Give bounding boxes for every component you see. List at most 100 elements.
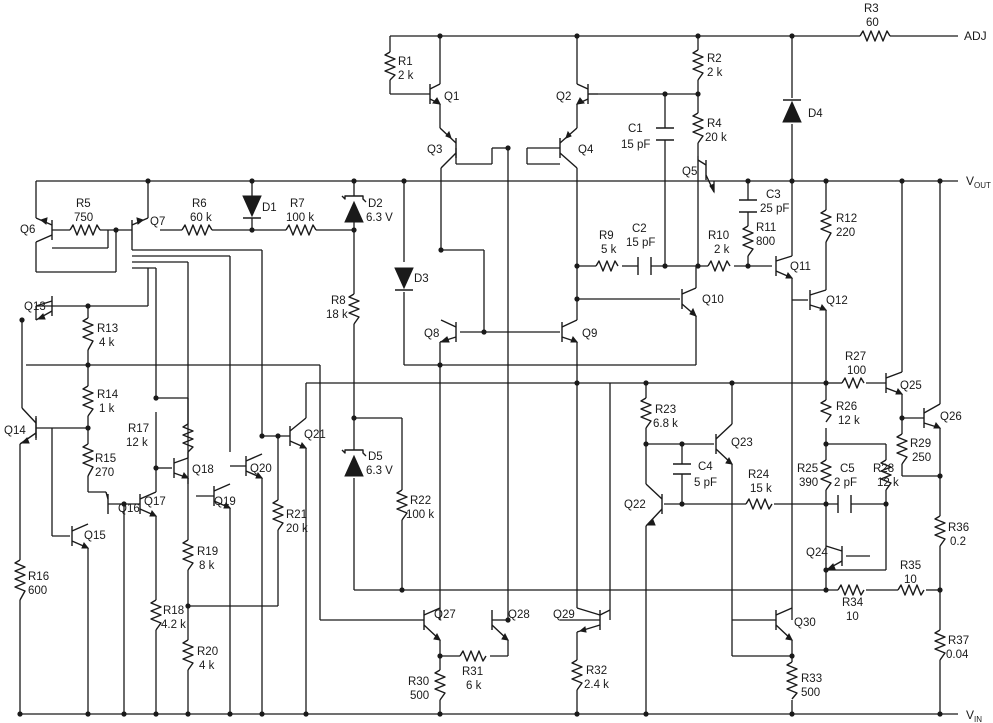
capacitor-c2 (637, 257, 652, 275)
label-r23: R23 (655, 404, 676, 416)
resistor-r31 (459, 650, 487, 662)
label-r19: R19 (197, 546, 218, 558)
value-r13: 4 k (99, 337, 115, 349)
pin-vin: VIN (966, 708, 982, 723)
label-q24: Q24 (806, 547, 828, 559)
transistor-q9 (561, 319, 579, 343)
resistor-r24 (745, 498, 773, 510)
capacitor-symbols (637, 127, 852, 513)
resistor-r10 (707, 260, 731, 272)
label-r8: R8 (331, 295, 346, 307)
label-r30: R30 (408, 676, 429, 688)
value-r15: 270 (95, 467, 114, 479)
label-q2: Q2 (556, 91, 571, 103)
label-q16: Q16 (118, 503, 140, 515)
label-q1: Q1 (444, 91, 459, 103)
label-r12: R12 (836, 213, 857, 225)
label-r9: R9 (599, 230, 614, 242)
value-r36: 0.2 (950, 536, 966, 548)
transistor-q7 (131, 217, 149, 240)
label-r18: R18 (163, 605, 184, 617)
label-q12: Q12 (826, 295, 848, 307)
value-d5: 6.3 V (366, 465, 393, 477)
resistor-r4 (692, 112, 704, 144)
label-r7: R7 (290, 198, 305, 210)
resistor-r16 (14, 559, 26, 601)
label-q10: Q10 (702, 294, 724, 306)
label-r22: R22 (410, 495, 431, 507)
label-c3: C3 (766, 189, 781, 201)
value-r9: 5 k (601, 244, 617, 256)
label-q6: Q6 (20, 224, 35, 236)
label-q22: Q22 (624, 499, 646, 511)
label-r26: R26 (836, 401, 857, 413)
resistor-r34 (837, 584, 865, 596)
value-r34: 10 (846, 611, 859, 623)
transistor-q2 (576, 83, 598, 105)
label-d4: D4 (808, 108, 823, 120)
value-c4: 5 pF (694, 477, 717, 489)
value-r4: 20 k (705, 132, 727, 144)
label-r36: R36 (948, 522, 969, 534)
label-q26: Q26 (940, 411, 962, 423)
label-r20: R20 (197, 646, 218, 658)
label-q4: Q4 (578, 144, 594, 156)
label-r29: R29 (910, 438, 931, 450)
label-r17: R17 (128, 423, 149, 435)
capacitor-c5 (837, 495, 852, 513)
label-r1: R1 (398, 56, 413, 68)
transistor-q13 (35, 296, 53, 321)
label-q25: Q25 (900, 380, 922, 392)
resistor-r37 (934, 629, 946, 661)
label-c2: C2 (632, 223, 647, 235)
value-r28: 12 k (877, 477, 899, 489)
transistor-q25 (885, 371, 904, 395)
label-q21: Q21 (304, 429, 326, 441)
label-c1: C1 (628, 123, 643, 135)
resistor-r21 (272, 499, 284, 531)
transistor-q17 (139, 491, 158, 517)
transistor-q6 (35, 217, 53, 243)
transistor-q24 (825, 545, 843, 571)
label-q14: Q14 (4, 425, 26, 437)
label-q11: Q11 (790, 261, 811, 273)
transistor-q16 (105, 491, 109, 514)
label-q9: Q9 (582, 328, 597, 340)
label-r32: R32 (586, 665, 607, 677)
label-r3: R3 (864, 3, 879, 15)
resistor-r22 (396, 489, 408, 521)
value-r22: 100 k (406, 509, 434, 521)
resistor-r17 (182, 423, 194, 453)
value-r37: 0.04 (946, 649, 969, 661)
resistor-r28 (880, 459, 892, 491)
label-q18: Q18 (192, 464, 214, 476)
label-q23: Q23 (731, 437, 753, 449)
label-r35: R35 (900, 560, 921, 572)
label-d1: D1 (262, 202, 277, 214)
capacitor-c3 (739, 199, 757, 213)
value-r23: 6.8 k (653, 418, 678, 430)
label-q28: Q28 (508, 609, 530, 621)
transistor-q29 (576, 607, 611, 633)
resistor-r19 (182, 539, 194, 571)
transistor-q4 (559, 127, 578, 169)
transistor-q1 (429, 83, 441, 105)
resistor-r1 (384, 51, 396, 81)
resistor-r5 (69, 224, 101, 236)
value-r14: 1 k (99, 403, 115, 415)
value-r7: 100 k (286, 212, 314, 224)
resistor-r13 (82, 317, 94, 351)
value-r5: 750 (74, 212, 93, 224)
transistor-q12 (809, 289, 828, 311)
label-q30: Q30 (794, 617, 816, 629)
label-q15: Q15 (84, 530, 106, 542)
transistor-symbols (19, 83, 942, 641)
resistor-r9 (595, 260, 619, 272)
value-r26: 12 k (838, 415, 860, 427)
value-r25: 390 (799, 477, 818, 489)
transistor-q26 (923, 403, 942, 429)
value-r6: 60 k (190, 212, 212, 224)
transistor-q21 (289, 417, 308, 449)
label-q7: Q7 (150, 216, 165, 228)
value-r21: 20 k (286, 523, 308, 535)
